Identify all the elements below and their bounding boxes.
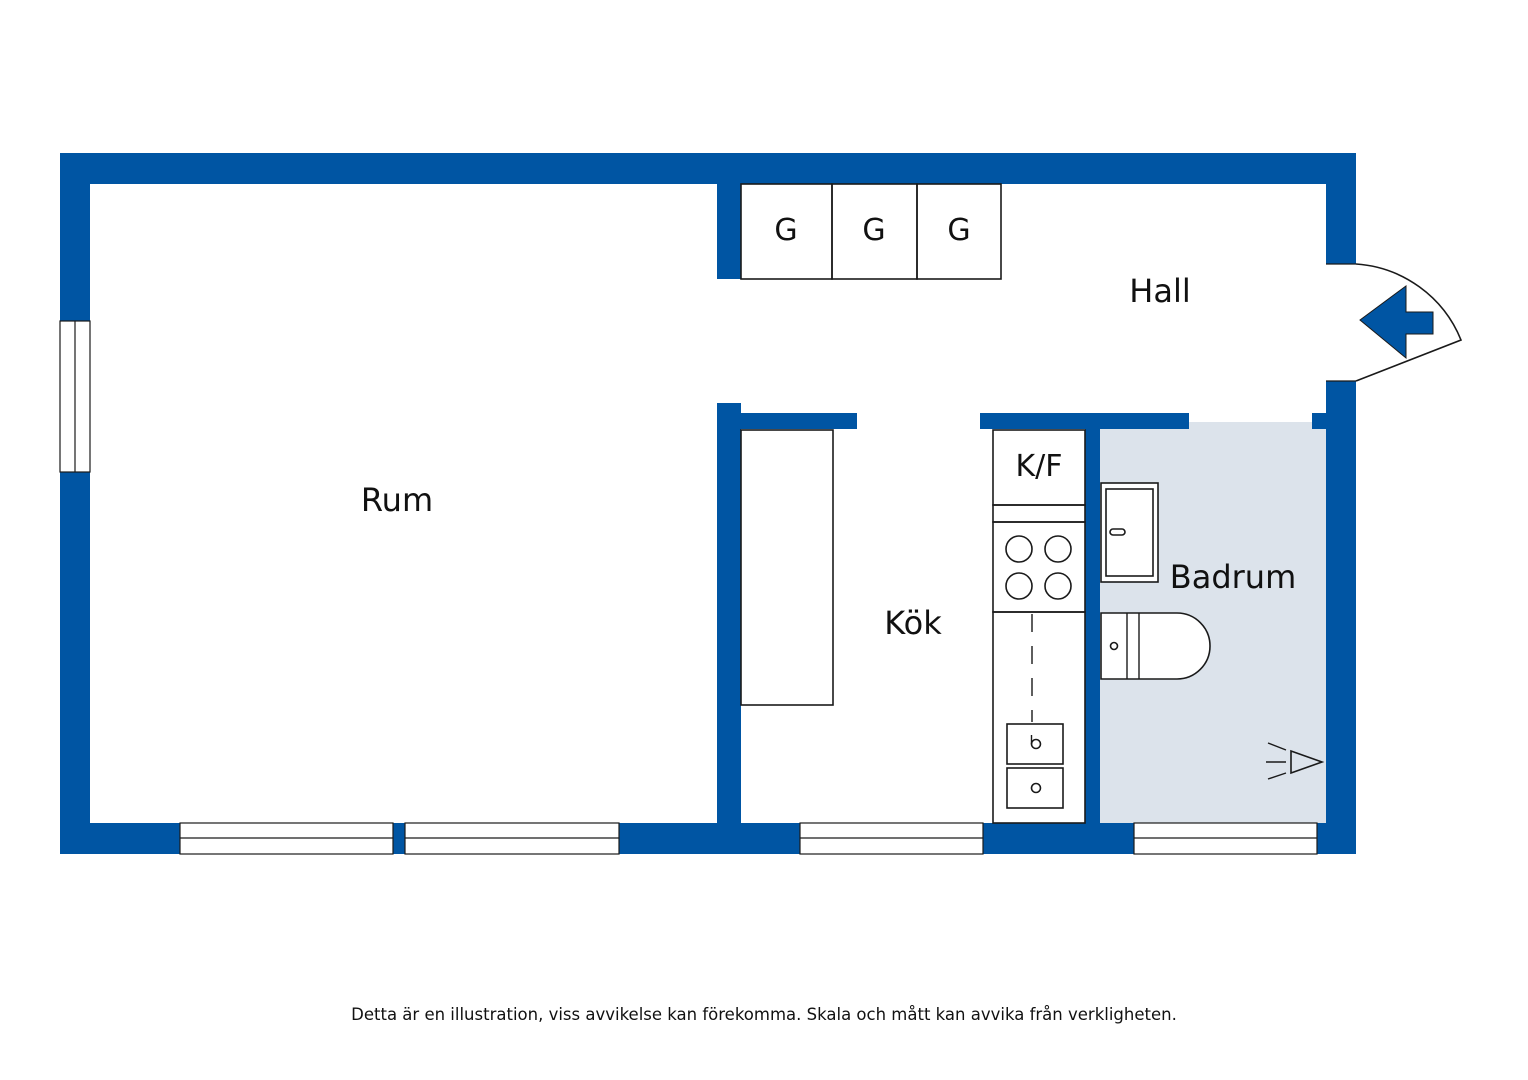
sink-icon bbox=[1006, 723, 1064, 809]
window-rum-2 bbox=[404, 822, 620, 855]
kitchen-worktop bbox=[992, 611, 1086, 824]
wall-kitchen-right bbox=[980, 413, 1189, 429]
walls bbox=[60, 153, 1356, 854]
window-rum-1 bbox=[179, 822, 394, 855]
room-label-badrum: Badrum bbox=[1170, 558, 1296, 596]
room-label-kok: Kök bbox=[884, 604, 942, 642]
wall-bath-left bbox=[1085, 413, 1100, 854]
entrance-door bbox=[1326, 263, 1463, 382]
wardrobe-3 bbox=[916, 183, 1002, 280]
wall-rum-upper bbox=[717, 153, 741, 279]
wall-kitchen-left bbox=[741, 413, 857, 429]
bathroom-sink-icon bbox=[1100, 482, 1159, 583]
room-label-hall: Hall bbox=[1129, 272, 1190, 310]
window-bathroom bbox=[1133, 822, 1318, 855]
wall-left bbox=[60, 153, 90, 854]
kitchen-strip bbox=[992, 504, 1086, 523]
disclaimer-text: Detta är en illustration, viss avvikelse… bbox=[351, 1005, 1177, 1024]
wall-rum-lower bbox=[717, 403, 741, 854]
wardrobe-3-label: G bbox=[947, 213, 970, 248]
kitchen-unit: K/F bbox=[992, 429, 1086, 824]
room-label-rum: Rum bbox=[361, 481, 433, 519]
wall-bath-top bbox=[1312, 413, 1326, 429]
window-left bbox=[59, 320, 91, 473]
windows bbox=[59, 320, 1318, 855]
wall-top bbox=[60, 153, 1356, 184]
toilet-icon bbox=[1100, 612, 1211, 680]
wall-right-lower bbox=[1326, 381, 1356, 854]
wardrobe-2-label: G bbox=[862, 213, 885, 248]
wardrobes: G G G bbox=[740, 183, 1002, 280]
entrance-arrow-icon bbox=[1359, 285, 1434, 360]
fridge-freezer-label: K/F bbox=[1015, 449, 1062, 484]
window-kitchen bbox=[799, 822, 984, 855]
shower-icon bbox=[1266, 742, 1325, 780]
wardrobe-1-label: G bbox=[774, 213, 797, 248]
kitchen-counter bbox=[740, 429, 834, 706]
stove-icon bbox=[992, 521, 1086, 613]
wall-right-upper bbox=[1326, 153, 1356, 264]
